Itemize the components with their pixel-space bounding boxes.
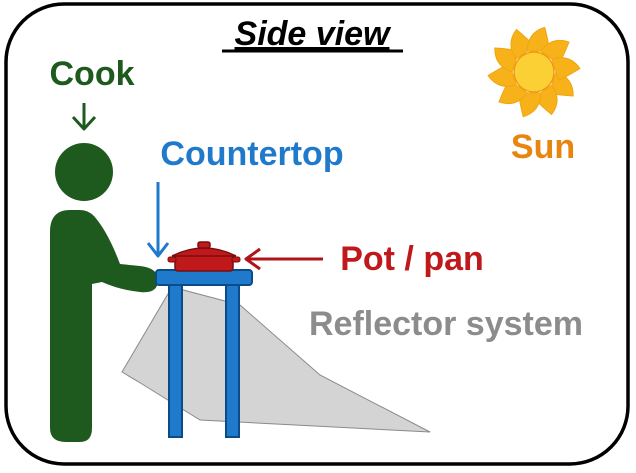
sun-ray: [551, 57, 581, 81]
cook-head: [55, 143, 113, 201]
table-leg-right: [225, 284, 240, 438]
countertop-label: Countertop: [160, 135, 343, 173]
sun-icon: [487, 26, 581, 118]
reflector-system: [121, 286, 431, 433]
cook-label: Cook: [50, 55, 135, 93]
countertop-surface: [155, 269, 253, 286]
table-leg-left: [168, 284, 183, 438]
cook-silhouette: [50, 143, 158, 442]
countertop-table: [155, 269, 253, 438]
cooking-pot-icon: [167, 241, 241, 272]
pot-arrow: [244, 247, 323, 271]
reflector-label: Reflector system: [309, 305, 583, 343]
diagram-title: Side view: [235, 15, 393, 53]
cook-body: [50, 210, 158, 442]
cook-arrow: [71, 103, 97, 131]
countertop-arrow: [146, 182, 170, 258]
pot-label: Pot / pan: [340, 240, 484, 278]
sun-label: Sun: [511, 128, 575, 166]
